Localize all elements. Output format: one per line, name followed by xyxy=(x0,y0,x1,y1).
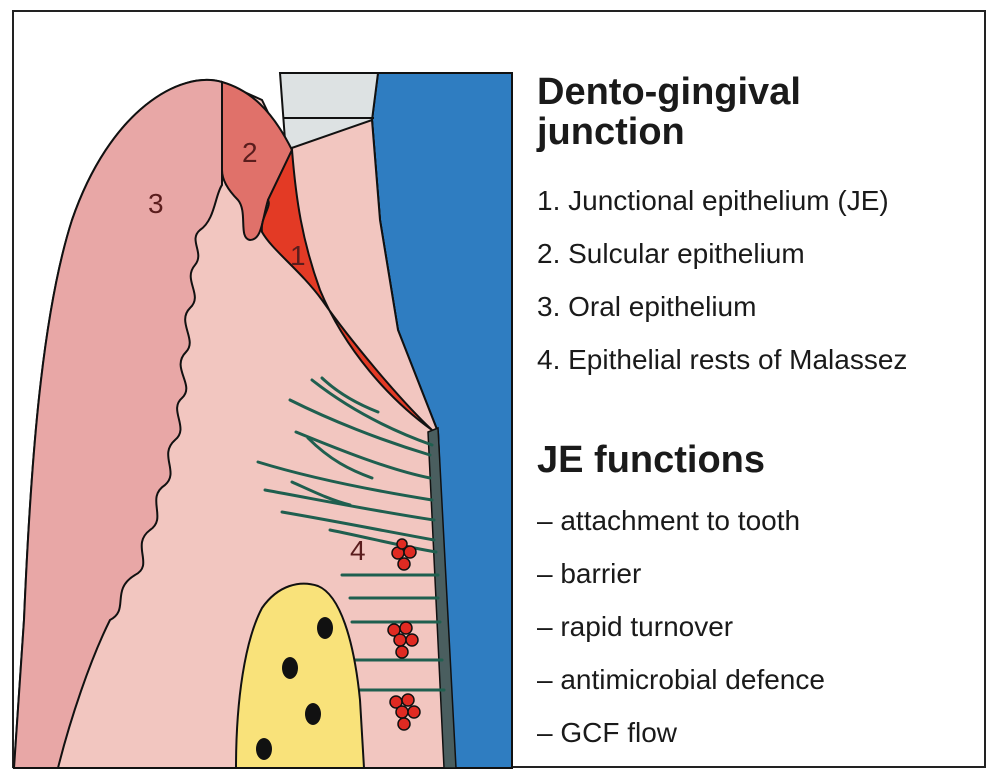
label-3: 3 xyxy=(148,188,164,219)
label-2: 2 xyxy=(242,137,258,168)
heading-dento-gingival-line1: Dento-gingival xyxy=(537,72,801,112)
heading-dento-gingival-line2: junction xyxy=(537,112,685,152)
function-item-2: – barrier xyxy=(537,560,641,588)
label-1: 1 xyxy=(290,240,306,271)
legend-item-3: 3. Oral epithelium xyxy=(537,293,756,321)
label-4: 4 xyxy=(350,535,366,566)
legend-item-4: 4. Epithelial rests of Malassez xyxy=(537,346,907,374)
legend-item-1: 1. Junctional epithelium (JE) xyxy=(537,187,889,215)
function-item-1: – attachment to tooth xyxy=(537,507,800,535)
function-item-4: – antimicrobial defence xyxy=(537,666,825,694)
function-item-3: – rapid turnover xyxy=(537,613,733,641)
heading-je-functions: JE functions xyxy=(537,440,765,480)
function-item-5: – GCF flow xyxy=(537,719,677,747)
legend-item-2: 2. Sulcular epithelium xyxy=(537,240,805,268)
